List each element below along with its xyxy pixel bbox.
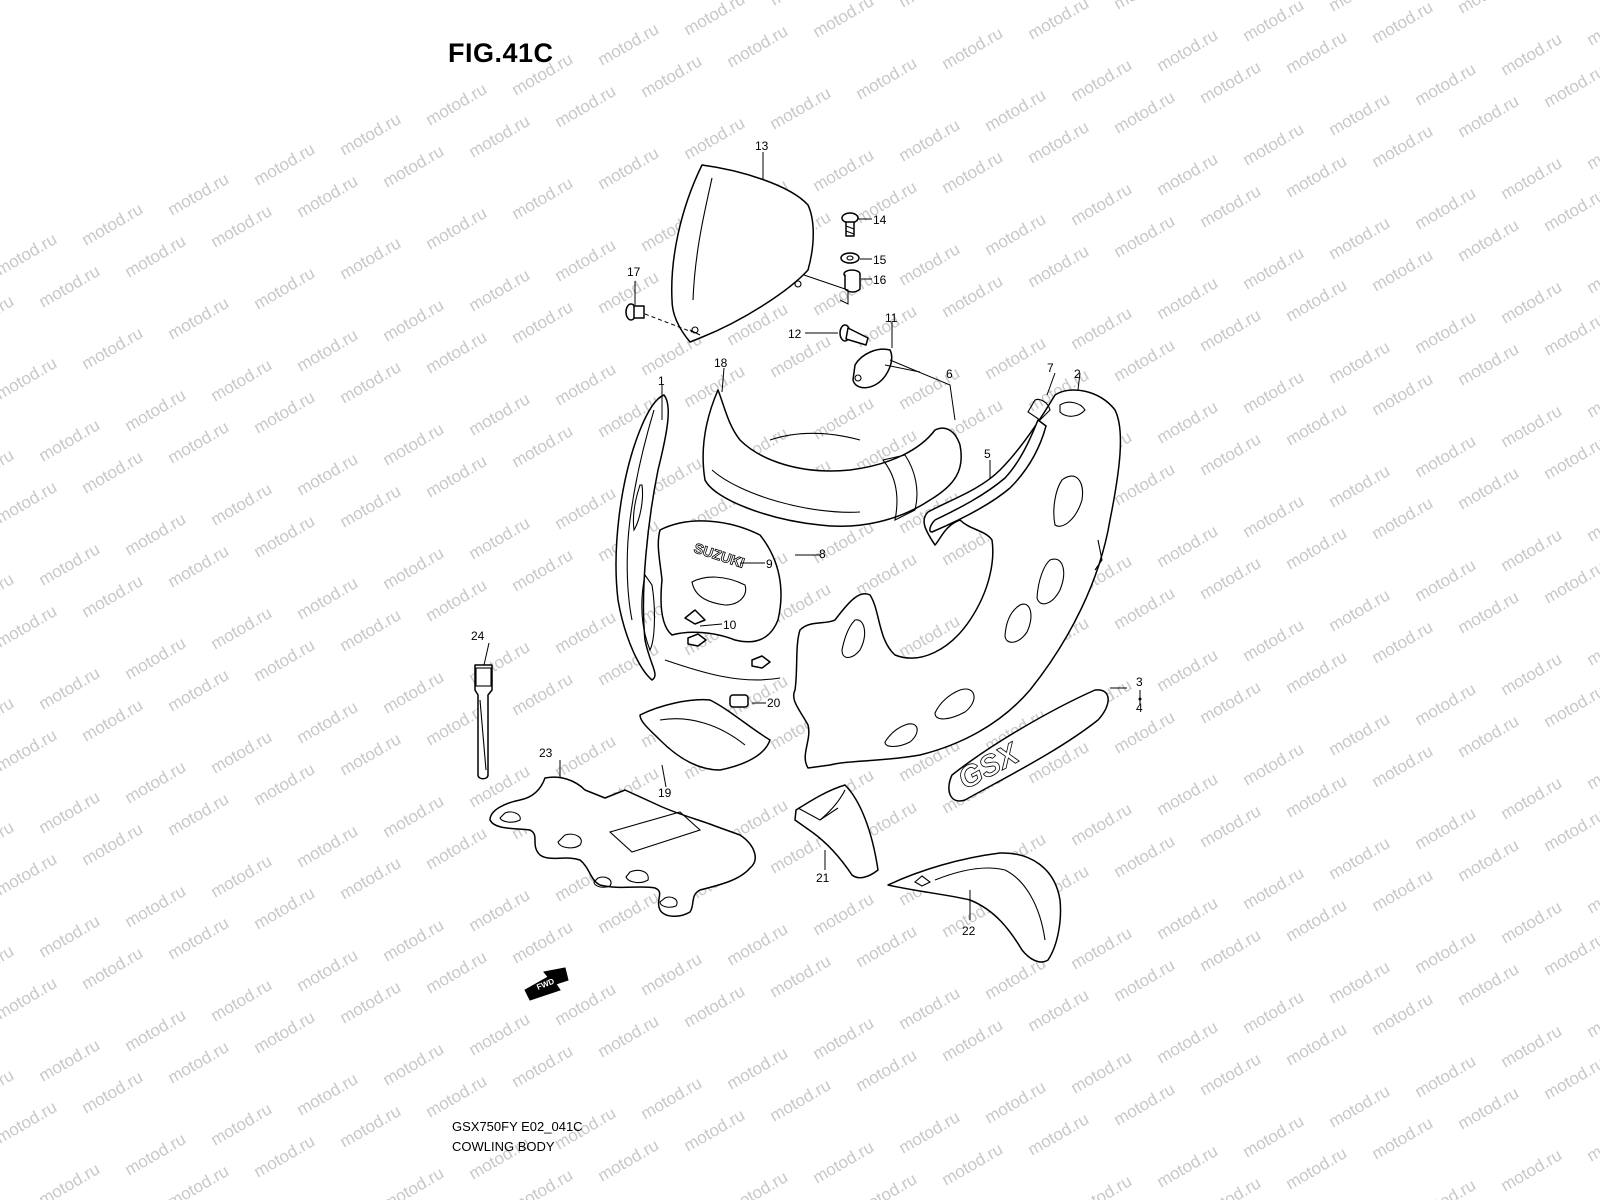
callout-16: 16 <box>873 273 887 287</box>
callout-14: 14 <box>873 213 887 227</box>
assembly-name: COWLING BODY <box>452 1139 555 1154</box>
callout-19: 19 <box>658 786 672 800</box>
part-nut-a <box>687 633 707 647</box>
part-undertray-23 <box>489 776 756 917</box>
fwd-arrow-icon <box>524 967 569 1001</box>
callout-18: 18 <box>714 356 728 370</box>
callout-3: 3 <box>1136 675 1143 689</box>
part-strap-24 <box>474 664 493 780</box>
callout-22: 22 <box>962 924 976 938</box>
callout-11: 11 <box>885 311 898 325</box>
callout-12: 12 <box>788 327 802 341</box>
part-upper-cowling <box>793 389 1122 769</box>
callout-2: 2 <box>1074 367 1081 381</box>
part-nut-16 <box>843 269 861 293</box>
part-lower-inner-panel <box>639 698 771 771</box>
callout-9: 9 <box>766 557 773 571</box>
callout-17: 17 <box>627 265 641 279</box>
part-bolt-12 <box>839 324 869 346</box>
part-windscreen <box>671 164 814 343</box>
part-lower-cowl-22 <box>887 852 1062 963</box>
figure-title: FIG.41C <box>448 38 554 68</box>
callout-10: 10 <box>723 618 737 632</box>
part-trim-strip <box>929 419 1047 533</box>
part-clip-10 <box>684 609 706 625</box>
callout-6: 6 <box>946 367 953 381</box>
callout-8: 8 <box>819 547 826 561</box>
callout-13: 13 <box>755 139 769 153</box>
part-gsx-decal <box>948 689 1109 802</box>
callout-23: 23 <box>539 746 553 760</box>
callout-3-4-dot <box>1138 697 1142 701</box>
part-washer-15 <box>840 252 860 264</box>
callout-1: 1 <box>658 374 665 388</box>
part-grommet-20 <box>729 694 749 708</box>
part-nut-b <box>751 655 771 669</box>
part-side-panel-left <box>615 394 669 681</box>
callout-21: 21 <box>816 871 830 885</box>
part-inner-panel <box>702 389 962 528</box>
callout-7: 7 <box>1047 361 1054 375</box>
callout-leaders <box>483 152 1141 920</box>
callout-5: 5 <box>984 447 991 461</box>
callout-labels: 13 14 15 16 17 12 11 1 18 6 7 2 5 9 8 10… <box>471 139 1143 938</box>
part-screw-14 <box>841 212 859 237</box>
callout-15: 15 <box>873 253 887 267</box>
part-lower-cowl-21 <box>794 784 879 879</box>
part-rivet-17 <box>625 303 645 321</box>
part-front-panel <box>657 520 782 681</box>
callout-20: 20 <box>767 696 781 710</box>
part-cover-11 <box>852 348 893 389</box>
model-code: GSX750FY E02_041C <box>452 1119 583 1134</box>
callout-4: 4 <box>1136 701 1143 715</box>
callout-24: 24 <box>471 629 485 643</box>
